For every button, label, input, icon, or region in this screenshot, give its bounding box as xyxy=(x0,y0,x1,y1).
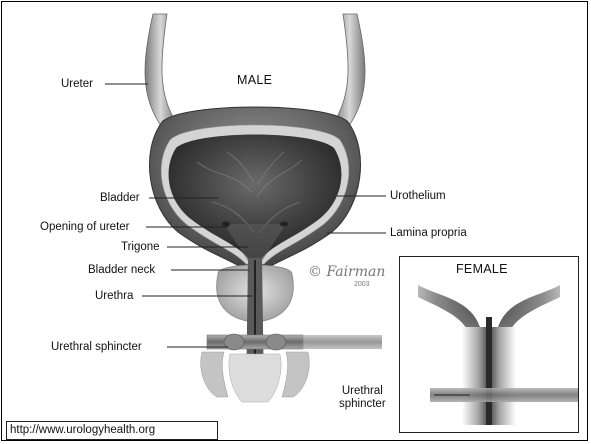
female-urethral-label-line1: Urethral xyxy=(339,385,386,398)
urethral-sphincter-label: Urethral sphincter xyxy=(51,341,142,354)
opening-of-ureter-label: Opening of ureter xyxy=(40,221,130,234)
urethra-label: Urethra xyxy=(95,290,133,303)
signature-year: 2003 xyxy=(354,281,370,288)
female-urethral-sphincter-label: Urethral sphincter xyxy=(339,385,386,411)
right-ureter-opening xyxy=(280,222,288,227)
female-inset: FEMALE xyxy=(399,256,579,433)
right-ureter xyxy=(334,14,365,127)
bladder-neck-label: Bladder neck xyxy=(88,264,155,277)
artist-signature: © Fairman xyxy=(308,264,385,280)
source-url[interactable]: http://www.urologyhealth.org xyxy=(6,421,218,440)
female-title: FEMALE xyxy=(456,262,508,276)
lamina-propria-label: Lamina propria xyxy=(390,227,467,240)
female-urethral-label-line2: sphincter xyxy=(339,398,386,411)
trigone-label: Trigone xyxy=(121,241,160,254)
male-title: MALE xyxy=(237,73,272,87)
urothelium-label: Urothelium xyxy=(390,190,446,203)
female-illustration xyxy=(400,257,578,432)
ureter-label: Ureter xyxy=(61,78,93,91)
left-ureter-opening xyxy=(222,222,230,227)
bladder-label: Bladder xyxy=(100,192,140,205)
left-ureter xyxy=(145,14,176,127)
